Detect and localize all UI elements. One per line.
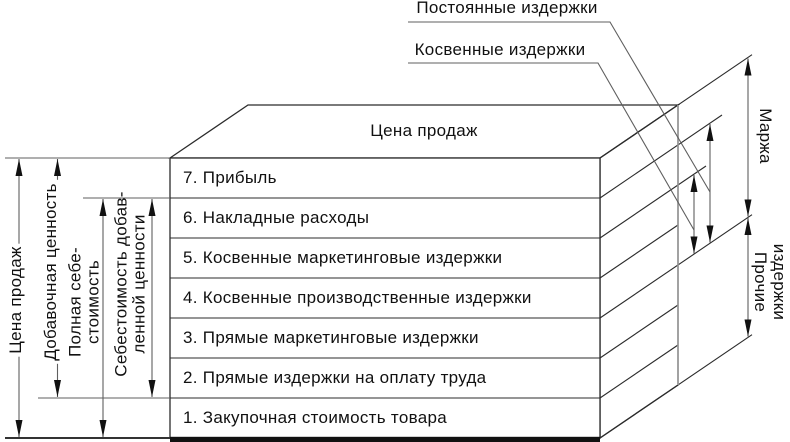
label-full-cost-line2: стоимость: [83, 259, 102, 345]
side-layer-lines: [599, 54, 753, 439]
box-side-face: [599, 103, 679, 440]
box-bottom-band: [170, 436, 600, 442]
right-dimension-arrows: [690, 58, 752, 337]
label-sales-price: Цена продаж: [6, 243, 26, 357]
label-margin: Маржа: [756, 108, 775, 164]
label-cost-of-added-value-line2: ленной ценности: [129, 214, 148, 354]
layer-1-purchase-cost: 1. Закупочная стоимость товара: [183, 408, 447, 427]
label-full-cost-line1: Полная себе-: [65, 246, 85, 358]
label-added-value: Добавочная ценность: [41, 180, 61, 364]
label-other-costs-line1: Прочие: [751, 251, 770, 313]
leader-fixed-costs: [408, 21, 711, 193]
label-full-cost: Полная себе- стоимость: [65, 246, 103, 358]
layer-3-direct-marketing: 3. Прямые маркетинговые издержки: [183, 328, 479, 347]
label-other-costs-line2: издержки: [770, 243, 789, 321]
front-layer-lines: [170, 197, 600, 399]
callout-fixed-costs: Постоянные издержки: [416, 0, 598, 17]
callout-indirect-costs: Косвенные издержки: [414, 40, 586, 59]
layer-2-direct-labor: 2. Прямые издержки на оплату труда: [183, 368, 487, 387]
layer-4-indirect-production: 4. Косвенные производственные издержки: [183, 288, 532, 307]
label-cost-of-added-value: Себестоимость добав- ленной ценности: [111, 191, 149, 377]
layer-6-overhead: 6. Накладные расходы: [183, 208, 370, 227]
label-cost-of-added-value-line1: Себестоимость добав-: [111, 191, 131, 377]
layer-5-indirect-marketing: 5. Косвенные маркетинговые издержки: [183, 248, 503, 267]
leader-indirect-costs: [408, 62, 695, 231]
layer-7-profit: 7. Прибыль: [183, 168, 277, 187]
box-top-label: Цена продаж: [370, 121, 478, 140]
box-front-face: [169, 157, 601, 439]
